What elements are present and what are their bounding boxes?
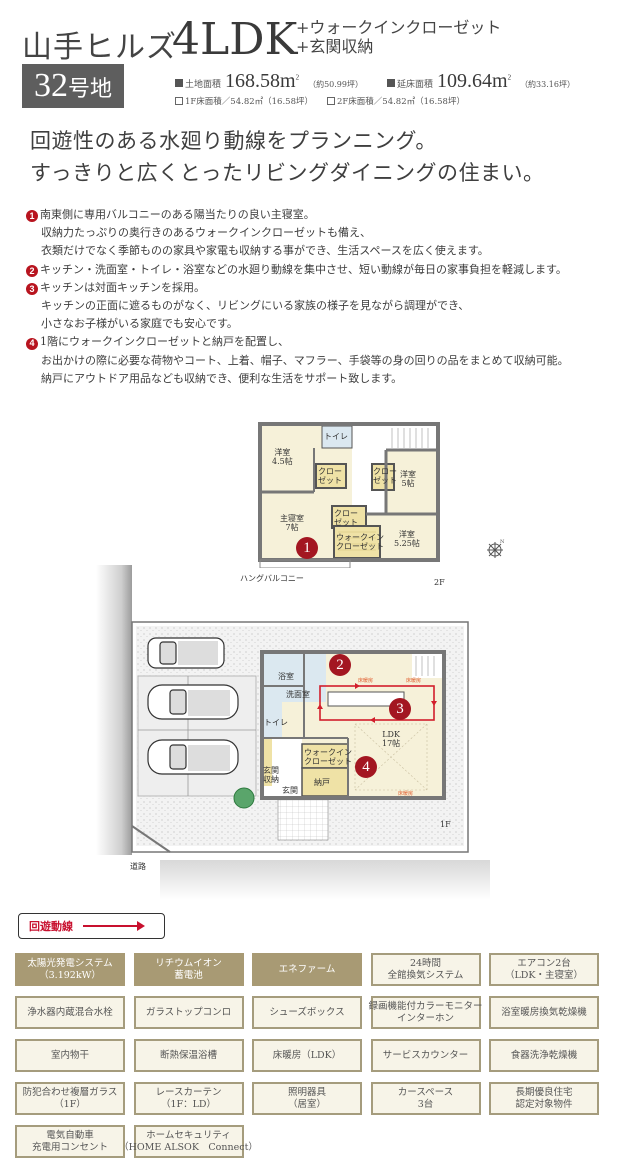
feature-intercom: 録画機能付カラーモニターインターホン: [369, 996, 483, 1029]
feature-solar: 太陽光発電システム（3.192kW）: [15, 953, 125, 986]
legend-label: 回遊動線: [29, 920, 73, 933]
lot-suffix: 号地: [67, 77, 112, 102]
point-number-badge: 2: [26, 264, 38, 277]
room-closet-1: クローゼット: [318, 467, 342, 485]
lot-number-badge: 32 号地: [22, 64, 124, 108]
room-toilet-2f: トイレ: [324, 432, 348, 441]
empty-square-icon: [326, 97, 335, 105]
filled-square-icon: [386, 79, 395, 87]
empty-square-icon: [175, 97, 183, 105]
point-number-badge: 1: [26, 210, 38, 223]
shadow-decoration: [160, 860, 490, 900]
feature-bath-dryer: 浴室暖房換気乾燥機: [489, 996, 599, 1029]
arrow-right-icon: [83, 921, 145, 931]
feature-water-purifier: 浄水器内蔵混合水栓: [15, 996, 125, 1029]
feature-insulated-bathtub: 断熱保温浴槽: [133, 1039, 244, 1072]
compass-icon: N: [484, 538, 506, 564]
land-area-tsubo: （約50.99坪）: [308, 80, 363, 89]
lot-number: 32: [33, 67, 68, 104]
feature-enefarm: エネファーム: [252, 953, 362, 986]
room-walk-in-closet-2f: ウォークインクローゼット: [336, 533, 384, 551]
headline-line-1: 回遊性のある水廻り動線をプランニング。: [30, 129, 437, 153]
floorplan-2f-drawing: [258, 422, 440, 569]
room-closet-3: クローゼット: [334, 509, 358, 527]
floor-2f-area: 2F床面積／54.82㎡（16.58坪）: [326, 95, 465, 107]
feature-floor-heating: 床暖房（LDK）: [252, 1039, 362, 1072]
room-entry-storage: 玄関収納: [263, 766, 279, 784]
feature-security-glass: 防犯合わせ複層ガラス（1F）: [15, 1082, 125, 1115]
feature-home-security: ホームセキュリティ（HOME ALSOK Connect）: [119, 1125, 258, 1158]
point-number-badge: 3: [26, 282, 38, 295]
floor-1f-area: 1F床面積／54.82㎡（16.58坪）: [175, 95, 313, 107]
point-number-badge: 4: [26, 337, 38, 350]
room-closet-2: クローゼット: [373, 467, 397, 485]
feature-ev-charger: 電気自動車充電用コンセント: [15, 1125, 125, 1158]
floor-breakdown: 1F床面積／54.82㎡（16.58坪） 2F床面積／54.82㎡（16.58坪…: [175, 95, 465, 107]
area-summary: 土地面積 168.58m2 （約50.99坪） 延床面積 109.64m2 （約…: [175, 70, 599, 93]
room-walk-in-closet-1f: ウォークインクローゼット: [304, 748, 352, 766]
svg-text:床暖房: 床暖房: [406, 677, 421, 684]
marker-3: 3: [389, 698, 411, 720]
floor-label-2f: 2F: [434, 578, 445, 587]
layout-extra-wic: +ウォークインクローゼット: [296, 18, 502, 37]
marker-1: 1: [296, 537, 318, 559]
svg-text:N: N: [500, 539, 505, 545]
layout-extras: +ウォークインクローゼット +玄関収納: [296, 18, 501, 56]
room-bath: 浴室: [278, 672, 294, 681]
feature-service-counter: サービスカウンター: [370, 1039, 481, 1072]
floor-area-value: 109.64m2: [437, 70, 512, 92]
property-name: 山手ヒルズ: [22, 30, 177, 65]
marker-2: 2: [329, 654, 351, 676]
land-area-value: 168.58m2: [225, 70, 300, 92]
road-label: 道路: [130, 862, 146, 871]
floor-area-label: 延床面積: [396, 80, 433, 90]
svg-text:床暖房: 床暖房: [358, 677, 373, 684]
feature-indoor-drying: 室内物干: [15, 1039, 125, 1072]
feature-battery: リチウムイオン蓄電池: [133, 953, 244, 986]
feature-glass-top-stove: ガラストップコンロ: [133, 996, 244, 1029]
balcony-label: ハングバルコニー: [240, 574, 304, 583]
headline-line-2: すっきりと広くとったリビングダイニングの住まい。: [30, 161, 545, 185]
feature-lace-curtain: レースカーテン（1F：LD）: [133, 1082, 244, 1115]
shadow-decoration: [96, 565, 132, 855]
filled-square-icon: [175, 79, 183, 87]
equipment-features: 太陽光発電システム（3.192kW） リチウムイオン蓄電池 エネファーム 24時…: [15, 953, 607, 1158]
room-toilet-1f: トイレ: [264, 718, 288, 727]
layout-extra-entry-storage: +玄関収納: [296, 37, 374, 56]
feature-lighting: 照明器具（居室）: [252, 1082, 362, 1115]
land-area-label: 土地面積: [185, 80, 222, 90]
feature-ventilation: 24時間全館換気システム: [370, 953, 481, 986]
room-storeroom: 納戸: [314, 778, 330, 787]
svg-text:床暖房: 床暖房: [398, 790, 413, 797]
floorplan-1f-drawing: 床暖房 床暖房 床暖房: [131, 621, 469, 853]
feature-aircon: エアコン2台（LDK・主寝室）: [489, 953, 599, 986]
marker-4: 4: [355, 756, 377, 778]
room-entrance: 玄関: [282, 786, 298, 795]
floor-area-tsubo: （約33.16坪）: [520, 80, 575, 89]
layout-type: 4LDK: [172, 14, 298, 65]
feature-dishwasher: 食器洗浄乾燥機: [489, 1039, 599, 1072]
headline: 回遊性のある水廻り動線をプランニング。 すっきりと広くとったリビングダイニングの…: [30, 125, 545, 189]
room-washroom: 洗面室: [286, 690, 310, 699]
feature-shoe-box: シューズボックス: [252, 996, 362, 1029]
floor-label-1f: 1F: [440, 820, 451, 829]
feature-long-term-housing: 長期優良住宅認定対象物件: [489, 1082, 599, 1115]
circulation-legend: 回遊動線: [18, 913, 165, 939]
